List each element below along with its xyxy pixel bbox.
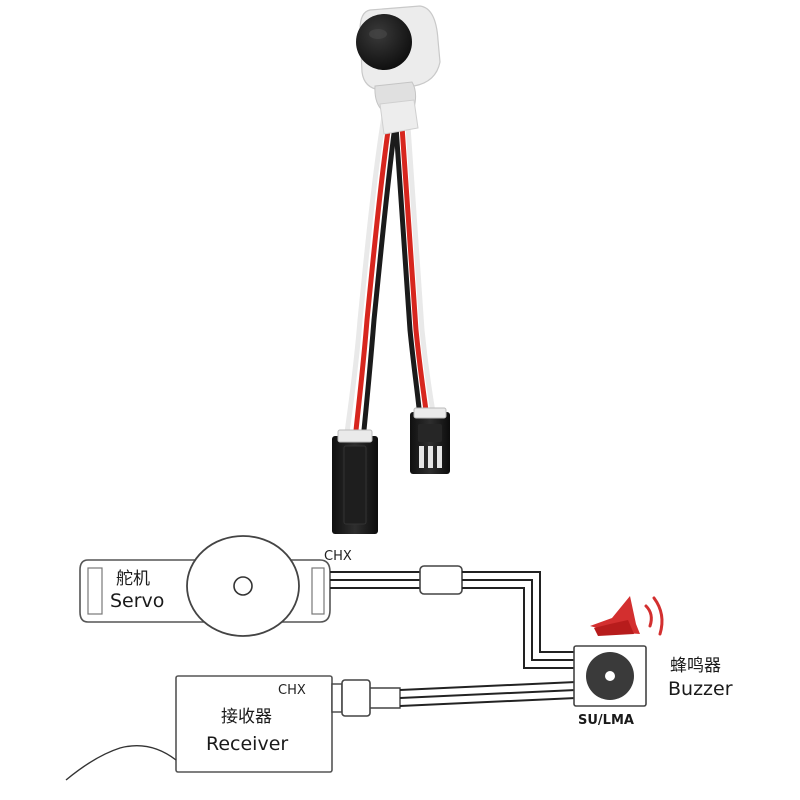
wires-right-branch — [392, 109, 437, 421]
buzzer-module — [356, 5, 441, 113]
buzzer-unit: SU/LMA 蜂鸣器 Buzzer — [573, 645, 733, 728]
servo-unit: 舵机 Servo — [79, 535, 331, 637]
buzzer-label-en: Buzzer — [668, 678, 733, 700]
left-female-plug — [332, 429, 378, 534]
receiver-label-cn: 接收器 — [221, 707, 272, 727]
servo-channel-label: CHX — [324, 549, 352, 564]
buzzer-label-cn: 蜂鸣器 — [670, 656, 721, 676]
servo-label-cn: 舵机 — [116, 569, 150, 589]
connection-diagram: 舵机 Servo CHX 接收器 Receiver CHX — [65, 535, 733, 781]
receiver-unit: 接收器 Receiver CHX — [65, 675, 333, 781]
servo-label-en: Servo — [110, 590, 164, 612]
receiver-label-en: Receiver — [206, 733, 288, 755]
servo-to-buzzer-wires — [330, 565, 576, 669]
buzzer-model-label: SU/LMA — [578, 713, 634, 728]
sound-horn-icon — [590, 596, 664, 636]
servo-output-shaft — [233, 576, 253, 596]
right-male-plug — [410, 407, 450, 474]
buzzer-disc — [356, 14, 412, 70]
wires-left-branch — [343, 107, 400, 443]
product-photo — [332, 5, 450, 534]
receiver-to-buzzer-wires — [331, 679, 577, 717]
receiver-channel-label: CHX — [278, 683, 306, 698]
receiver-antenna — [65, 745, 177, 781]
